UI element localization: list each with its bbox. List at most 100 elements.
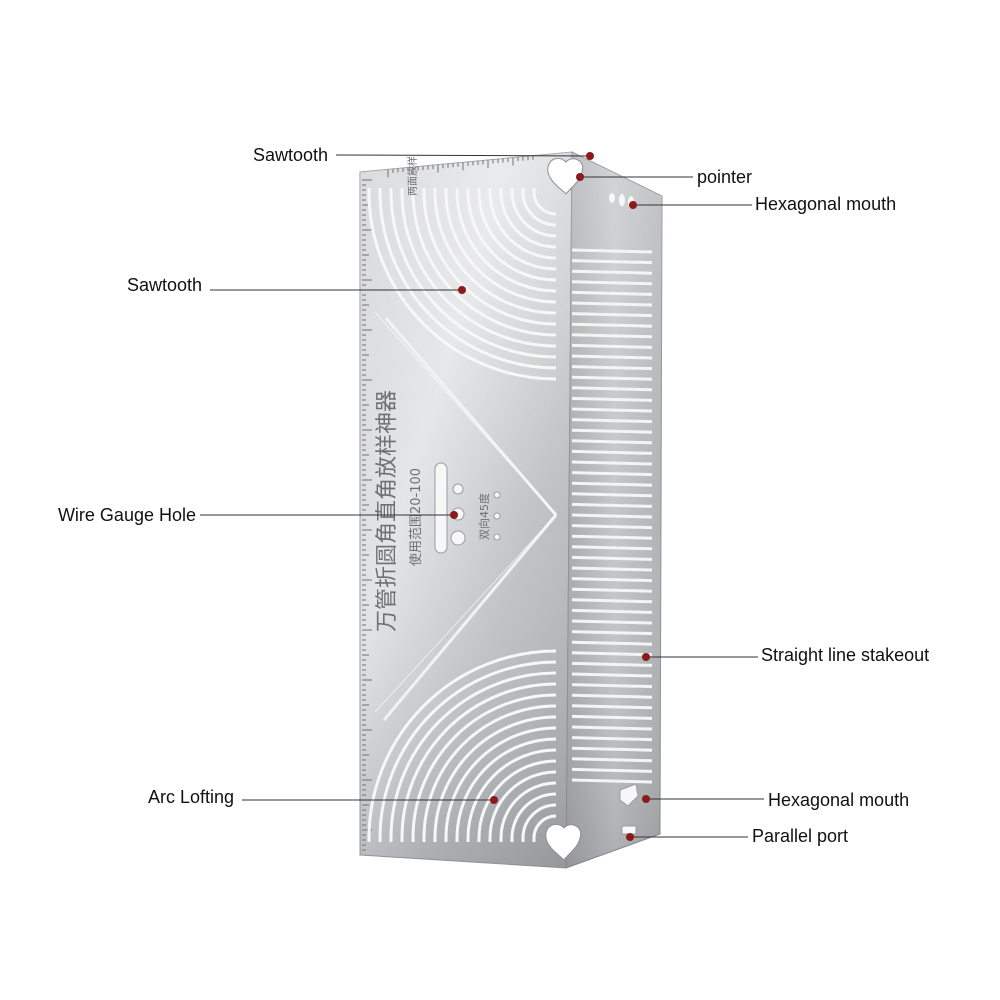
arc-slot bbox=[488, 188, 557, 260]
dot-straight-line-stakeout bbox=[642, 653, 650, 661]
diagonal-slot-upper bbox=[384, 317, 558, 516]
hexagonal-mouth-bottom-cutout bbox=[619, 783, 639, 807]
arc-slot bbox=[477, 188, 557, 271]
label-arc-lofting: Arc Lofting bbox=[147, 787, 234, 807]
comb-slot bbox=[571, 375, 653, 381]
callouts bbox=[200, 152, 764, 841]
dot-sawtooth-top bbox=[586, 152, 594, 160]
arc-slot bbox=[510, 188, 557, 238]
comb-slot bbox=[571, 566, 653, 572]
leader-sawtooth-top bbox=[335, 154, 591, 157]
dot-pointer bbox=[576, 173, 584, 181]
arc-slot bbox=[444, 188, 557, 304]
arc-slot bbox=[455, 737, 557, 842]
comb-slot bbox=[571, 555, 653, 561]
dot-wire-gauge-hole bbox=[450, 511, 458, 519]
comb-slot bbox=[571, 492, 653, 498]
comb-slot bbox=[571, 725, 653, 731]
arc-slot bbox=[389, 671, 557, 842]
comb-slot bbox=[571, 640, 653, 646]
comb-slot bbox=[571, 672, 653, 678]
comb-slot bbox=[571, 248, 653, 254]
comb-slot bbox=[571, 619, 653, 625]
comb-slot bbox=[571, 577, 653, 583]
ruler-body: 万管折圆角直角放样神器 使用范围20-100 双向45度 两面放样 bbox=[359, 151, 663, 869]
left-edge-scale bbox=[362, 179, 372, 851]
comb-slot bbox=[571, 651, 653, 657]
arc-slot bbox=[521, 188, 557, 227]
arc-slot bbox=[532, 814, 557, 842]
arc-slot bbox=[521, 803, 557, 842]
comb-slot bbox=[571, 365, 653, 371]
arc-slot bbox=[455, 188, 557, 293]
label-sawtooth-top: Sawtooth bbox=[252, 145, 328, 165]
arc-slot bbox=[466, 748, 557, 842]
comb-slot bbox=[571, 778, 653, 784]
comb-slot bbox=[571, 460, 653, 466]
arc-slot bbox=[444, 726, 557, 842]
engraved-top-tag: 两面放样 bbox=[406, 156, 419, 196]
comb-slot bbox=[571, 502, 653, 508]
comb-slot bbox=[571, 587, 653, 593]
engraved-title: 万管折圆角直角放样神器 bbox=[375, 390, 400, 632]
comb-slot bbox=[571, 343, 653, 349]
lower-arc-slots bbox=[367, 649, 557, 842]
comb-slot bbox=[571, 418, 653, 424]
comb-slot bbox=[571, 269, 653, 275]
arc-slot bbox=[422, 188, 557, 326]
straight-line-comb-slots bbox=[571, 248, 653, 784]
label-hexagonal-mouth-top: Hexagonal mouth bbox=[755, 194, 897, 214]
comb-slot bbox=[571, 714, 653, 720]
comb-slot bbox=[571, 290, 653, 296]
label-pointer: pointer bbox=[697, 167, 753, 187]
comb-slot bbox=[571, 608, 653, 614]
arc-slot bbox=[389, 188, 557, 359]
comb-slot bbox=[571, 524, 653, 530]
dot-hexagonal-mouth-top bbox=[629, 201, 637, 209]
arc-slot bbox=[367, 649, 557, 842]
dot-arc-lofting bbox=[490, 796, 498, 804]
comb-slot bbox=[571, 396, 653, 402]
comb-slot bbox=[571, 333, 653, 339]
dot-parallel-port bbox=[626, 833, 634, 841]
comb-slot bbox=[571, 481, 653, 487]
comb-slot bbox=[571, 683, 653, 689]
label-straight-line-stakeout: Straight line stakeout bbox=[761, 645, 930, 665]
comb-slot bbox=[571, 513, 653, 519]
comb-slot bbox=[571, 407, 653, 413]
comb-slot bbox=[571, 693, 653, 699]
arc-slot bbox=[477, 759, 557, 842]
comb-slot bbox=[571, 598, 653, 604]
arc-slot bbox=[378, 188, 557, 370]
comb-slot bbox=[571, 280, 653, 286]
diagonal-slot-lower bbox=[382, 514, 558, 721]
comb-slot bbox=[571, 534, 653, 540]
arc-slot bbox=[400, 188, 557, 348]
comb-slot bbox=[571, 757, 653, 763]
sawtooth-cutout-top bbox=[547, 157, 584, 195]
engraved-angle: 双向45度 bbox=[477, 493, 491, 540]
arc-slot bbox=[499, 781, 557, 842]
arc-slot bbox=[367, 188, 557, 381]
arc-slot bbox=[499, 188, 557, 249]
dot-hexagonal-mouth-bottom bbox=[642, 795, 650, 803]
engraved-range: 使用范围20-100 bbox=[408, 468, 424, 566]
arc-slot bbox=[411, 693, 557, 842]
upper-arc-slots bbox=[367, 188, 557, 381]
comb-slot bbox=[571, 259, 653, 265]
arc-slot bbox=[400, 682, 557, 842]
comb-slot bbox=[571, 736, 653, 742]
comb-slot bbox=[571, 439, 653, 445]
top-edge-scale bbox=[387, 155, 534, 178]
arc-slot bbox=[378, 660, 557, 842]
comb-slot bbox=[571, 661, 653, 667]
parallel-port-cutout bbox=[621, 825, 637, 835]
comb-slot bbox=[571, 767, 653, 773]
arc-slot bbox=[466, 188, 557, 282]
comb-slot bbox=[571, 386, 653, 392]
label-wire-gauge-hole: Wire Gauge Hole bbox=[57, 505, 196, 525]
comb-slot bbox=[571, 471, 653, 477]
comb-slot bbox=[571, 630, 653, 636]
label-parallel-port: Parallel port bbox=[752, 826, 849, 846]
